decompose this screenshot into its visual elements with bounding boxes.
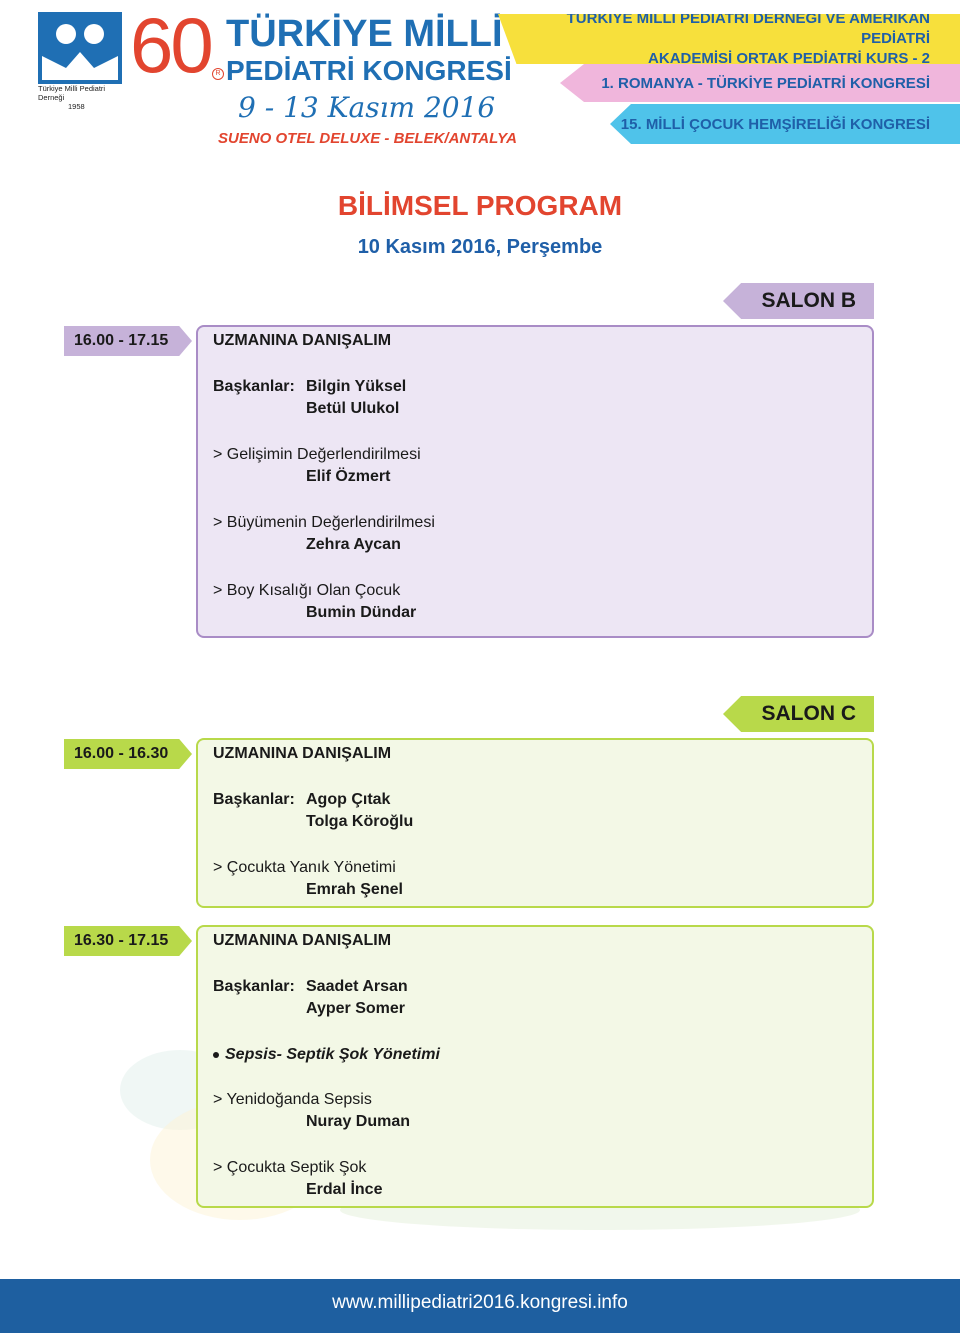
session-subheading: Sepsis- Septik Şok Yönetimi bbox=[225, 1046, 440, 1063]
logo-caption: Türkiye Milli Pediatri Derneği 1958 bbox=[38, 84, 133, 111]
chair-name: Agop Çıtak bbox=[306, 791, 391, 808]
session-title: UZMANINA DANIŞALIM bbox=[213, 332, 392, 349]
salon-c-session1-box bbox=[196, 738, 874, 908]
session-time: 16.00 - 17.15 bbox=[64, 326, 192, 356]
program-title: BİLİMSEL PROGRAM bbox=[337, 190, 623, 221]
banner-joint-course-line2: AKADEMİSİ ORTAK PEDİATRİ KURS - 2 bbox=[648, 50, 930, 67]
registered-mark-icon: R bbox=[212, 68, 224, 80]
footer-website-link[interactable]: www.millipediatri2016.kongresi.info bbox=[332, 1292, 628, 1313]
talk-speaker: Bumin Dündar bbox=[306, 604, 417, 621]
talk-title: > Gelişimin Değerlendirilmesi bbox=[213, 446, 421, 463]
banner-romania-congress: 1. ROMANYA - TÜRKİYE PEDİATRİ KONGRESİ bbox=[560, 64, 960, 102]
chairs-label: Başkanlar: bbox=[213, 791, 295, 808]
children-logo-icon bbox=[38, 12, 122, 84]
talk-speaker: Erdal İnce bbox=[306, 1181, 383, 1198]
talk-speaker: Elif Özmert bbox=[306, 468, 391, 485]
chair-name: Betül Ulukol bbox=[306, 400, 400, 417]
talk-title: > Çocukta Yanık Yönetimi bbox=[213, 859, 396, 876]
footer-bar bbox=[0, 1279, 960, 1333]
chair-name: Ayper Somer bbox=[306, 1000, 405, 1017]
chair-name: Tolga Köroğlu bbox=[306, 813, 414, 830]
anniversary-number: 60 bbox=[130, 1, 214, 89]
chairs-label: Başkanlar: bbox=[213, 378, 295, 395]
bullet-icon bbox=[213, 1052, 219, 1058]
congress-logo bbox=[38, 12, 122, 84]
talk-title: > Çocukta Septik Şok bbox=[213, 1159, 367, 1176]
salon-b-tag: SALON B bbox=[723, 283, 874, 319]
logo-caption-line1: Türkiye Milli Pediatri Derneği bbox=[38, 84, 106, 102]
talk-speaker: Emrah Şenel bbox=[306, 881, 403, 898]
chair-name: Bilgin Yüksel bbox=[306, 378, 407, 395]
talk-title: > Yenidoğanda Sepsis bbox=[213, 1091, 372, 1108]
program-date: 10 Kasım 2016, Perşembe bbox=[357, 236, 603, 258]
session-time: 16.30 - 17.15 bbox=[64, 926, 192, 956]
salon-b-session-box bbox=[196, 325, 874, 638]
banner-nursing-congress: 15. MİLLİ ÇOCUK HEMŞİRELİĞİ KONGRESİ bbox=[610, 104, 960, 144]
chair-name: Saadet Arsan bbox=[306, 978, 408, 995]
congress-title-line2: PEDİATRİ KONGRESİ bbox=[226, 55, 512, 86]
session-title: UZMANINA DANIŞALIM bbox=[213, 745, 392, 762]
talk-title: > Boy Kısalığı Olan Çocuk bbox=[213, 582, 401, 599]
talk-title: > Büyümenin Değerlendirilmesi bbox=[213, 514, 435, 531]
salon-c-session2-box bbox=[196, 925, 874, 1208]
session-time: 16.00 - 16.30 bbox=[64, 739, 192, 769]
session-title: UZMANINA DANIŞALIM bbox=[213, 932, 392, 949]
banner-joint-course: TÜRKİYE MİLLİ PEDİATRİ DERNEĞİ VE AMERİK… bbox=[498, 14, 960, 64]
salon-c-tag: SALON C bbox=[723, 696, 874, 732]
chairs-label: Başkanlar: bbox=[213, 978, 295, 995]
talk-speaker: Nuray Duman bbox=[306, 1113, 411, 1130]
talk-speaker: Zehra Aycan bbox=[306, 536, 401, 553]
banner-joint-course-line1: TÜRKİYE MİLLİ PEDİATRİ DERNEĞİ VE AMERİK… bbox=[566, 10, 930, 47]
congress-venue: SUENO OTEL DELUXE - BELEK/ANTALYA bbox=[218, 130, 517, 147]
congress-dates: 9 - 13 Kasım 2016 bbox=[238, 91, 496, 124]
congress-title-line1: TÜRKİYE MİLLİ bbox=[226, 13, 503, 55]
logo-caption-line2: 1958 bbox=[68, 102, 85, 111]
